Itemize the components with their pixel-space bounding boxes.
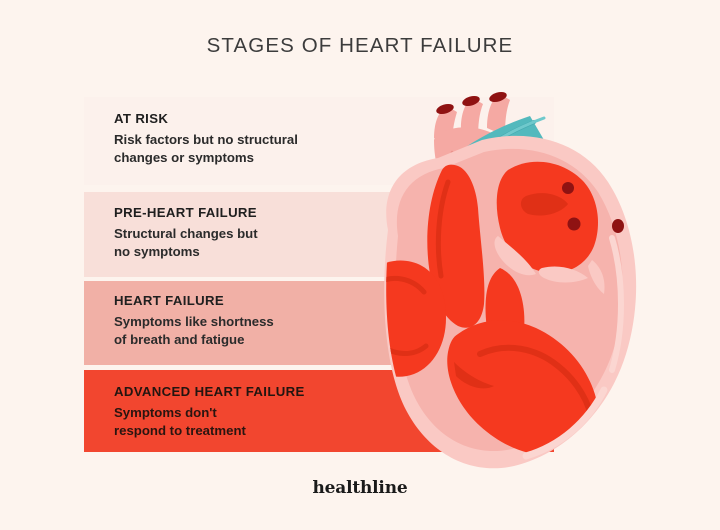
brand-logo: healthline <box>312 478 408 498</box>
page-title: STAGES OF HEART FAILURE <box>206 34 514 57</box>
stage-description: Symptoms like shortness of breath and fa… <box>114 313 274 348</box>
pulmonary-vein-opening-upper <box>562 182 574 194</box>
stage-band-at-risk: AT RISK Risk factors but no structural c… <box>84 97 554 185</box>
heart-right-edge-highlight <box>609 235 624 373</box>
stage-text-block: HEART FAILURE Symptoms like shortness of… <box>114 293 414 350</box>
stage-heading: AT RISK <box>114 111 169 126</box>
stage-text-block: ADVANCED HEART FAILURE Symptoms don't re… <box>114 384 414 441</box>
stage-band-heart-failure: HEART FAILURE Symptoms like shortness of… <box>84 281 554 365</box>
stage-band-advanced-heart-failure: ADVANCED HEART FAILURE Symptoms don't re… <box>84 370 554 452</box>
pulmonary-vein-opening-lower <box>567 217 581 231</box>
stage-heading: ADVANCED HEART FAILURE <box>114 384 305 399</box>
stage-text-block: AT RISK Risk factors but no structural c… <box>114 111 414 168</box>
stage-description: Risk factors but no structural changes o… <box>114 131 298 166</box>
stage-band-pre-heart-failure: PRE-HEART FAILURE Structural changes but… <box>84 192 554 277</box>
stage-description: Symptoms don't respond to treatment <box>114 404 246 439</box>
valve-leaflet-lateral <box>588 260 605 294</box>
pulmonary-vein-opening-lateral <box>612 219 624 233</box>
stage-heading: PRE-HEART FAILURE <box>114 205 257 220</box>
stage-text-block: PRE-HEART FAILURE Structural changes but… <box>114 205 414 262</box>
stage-description: Structural changes but no symptoms <box>114 225 258 260</box>
stage-heading: HEART FAILURE <box>114 293 225 308</box>
